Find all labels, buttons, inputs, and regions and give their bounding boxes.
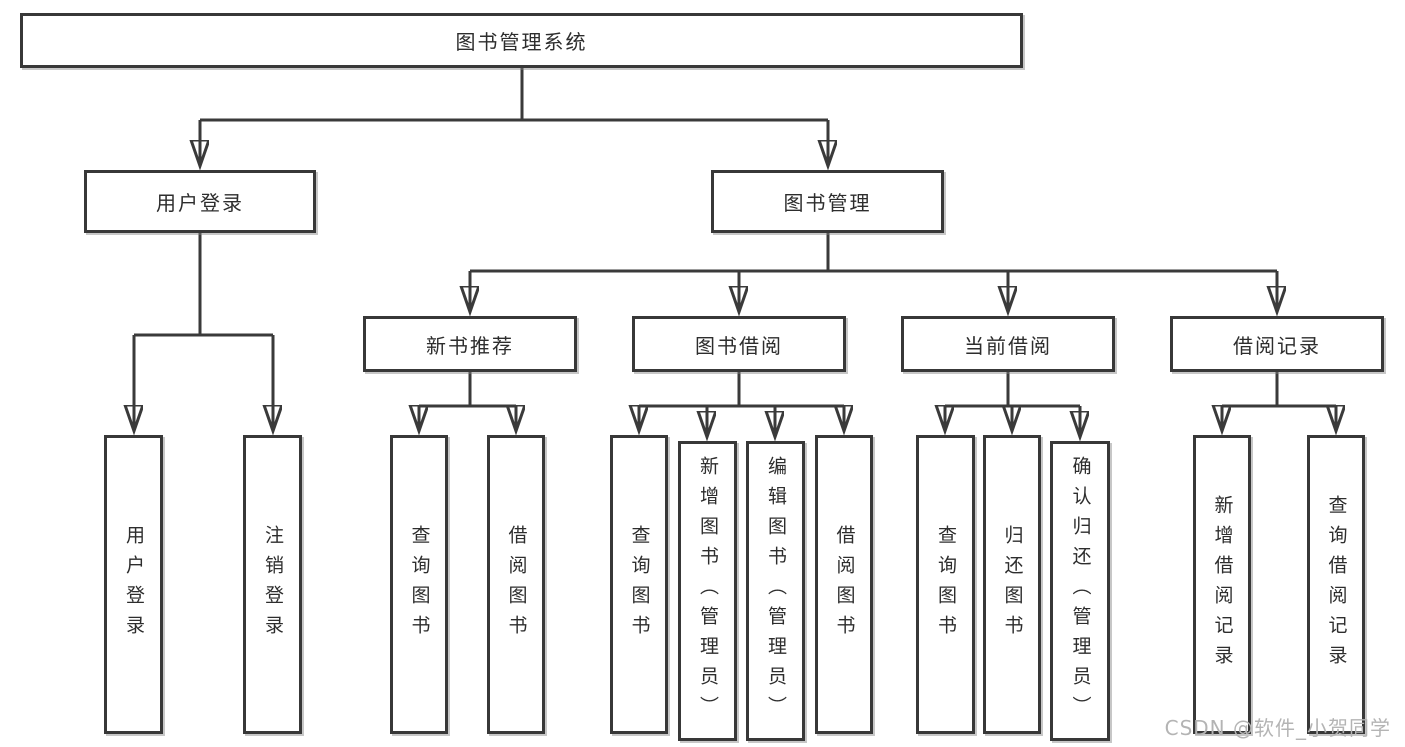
leaf-label: 新增借阅记录 xyxy=(1211,494,1234,675)
node-borrowing-records-label: 借阅记录 xyxy=(1233,333,1321,358)
node-user-login: 用户登录 xyxy=(84,170,316,233)
node-leaf-return-books: 归还图书 xyxy=(983,435,1041,734)
node-leaf-user-login: 用户登录 xyxy=(104,435,163,734)
node-root-label: 图书管理系统 xyxy=(455,30,588,54)
node-leaf-borrow-books-borrowing: 借阅图书 xyxy=(815,435,873,734)
node-leaf-query-borrow-record: 查询借阅记录 xyxy=(1307,435,1365,734)
node-book-borrowing: 图书借阅 xyxy=(632,316,846,372)
connector-current-borrowing-to-leaves xyxy=(945,372,1080,437)
node-leaf-query-books-recommend: 查询图书 xyxy=(390,435,448,734)
leaf-label: 注销登录 xyxy=(262,524,284,645)
leaf-label: 借阅图书 xyxy=(505,524,528,645)
node-book-management-label: 图书管理 xyxy=(783,191,872,215)
connector-book-borrowing-to-leaves xyxy=(639,372,844,437)
node-current-borrowing: 当前借阅 xyxy=(901,316,1115,372)
leaf-label: 查询图书 xyxy=(628,524,651,645)
node-leaf-add-borrow-record: 新增借阅记录 xyxy=(1193,435,1251,734)
node-book-management: 图书管理 xyxy=(711,170,944,233)
node-leaf-borrow-books-recommend: 借阅图书 xyxy=(487,435,545,734)
node-user-login-label: 用户登录 xyxy=(156,191,244,215)
node-leaf-add-books-admin: 新增图书（管理员） xyxy=(678,441,737,741)
node-leaf-edit-books-admin: 编辑图书（管理员） xyxy=(746,441,805,741)
connector-user-login-to-leaves xyxy=(134,233,273,431)
node-leaf-confirm-return-admin: 确认归还（管理员） xyxy=(1050,441,1110,741)
node-current-borrowing-label: 当前借阅 xyxy=(964,333,1052,358)
leaf-label: 用户登录 xyxy=(123,524,145,645)
connector-root-to-level1 xyxy=(200,68,828,166)
node-root-system: 图书管理系统 xyxy=(20,13,1023,68)
connector-book-management-to-level2 xyxy=(470,233,1277,312)
connector-borrowing-records-to-leaves xyxy=(1222,372,1336,431)
csdn-watermark: CSDN @软件_小贺同学 xyxy=(1164,716,1391,740)
leaf-label: 借阅图书 xyxy=(833,524,856,645)
node-leaf-query-books-current: 查询图书 xyxy=(916,435,975,734)
leaf-label: 查询图书 xyxy=(935,524,957,645)
node-book-borrowing-label: 图书借阅 xyxy=(695,333,783,358)
node-new-book-recommend: 新书推荐 xyxy=(363,316,577,372)
node-leaf-logout: 注销登录 xyxy=(243,435,302,734)
leaf-label: 确认归还（管理员） xyxy=(1069,456,1092,726)
leaf-label: 查询图书 xyxy=(408,524,431,645)
node-borrowing-records: 借阅记录 xyxy=(1170,316,1384,372)
node-new-book-recommend-label: 新书推荐 xyxy=(426,333,514,358)
leaf-label: 归还图书 xyxy=(1001,524,1024,645)
leaf-label: 编辑图书（管理员） xyxy=(765,456,787,726)
leaf-label: 新增图书（管理员） xyxy=(697,456,719,726)
node-leaf-query-books-borrowing: 查询图书 xyxy=(610,435,668,734)
connector-new-book-recommend-to-leaves xyxy=(419,372,516,431)
leaf-label: 查询借阅记录 xyxy=(1325,494,1348,675)
